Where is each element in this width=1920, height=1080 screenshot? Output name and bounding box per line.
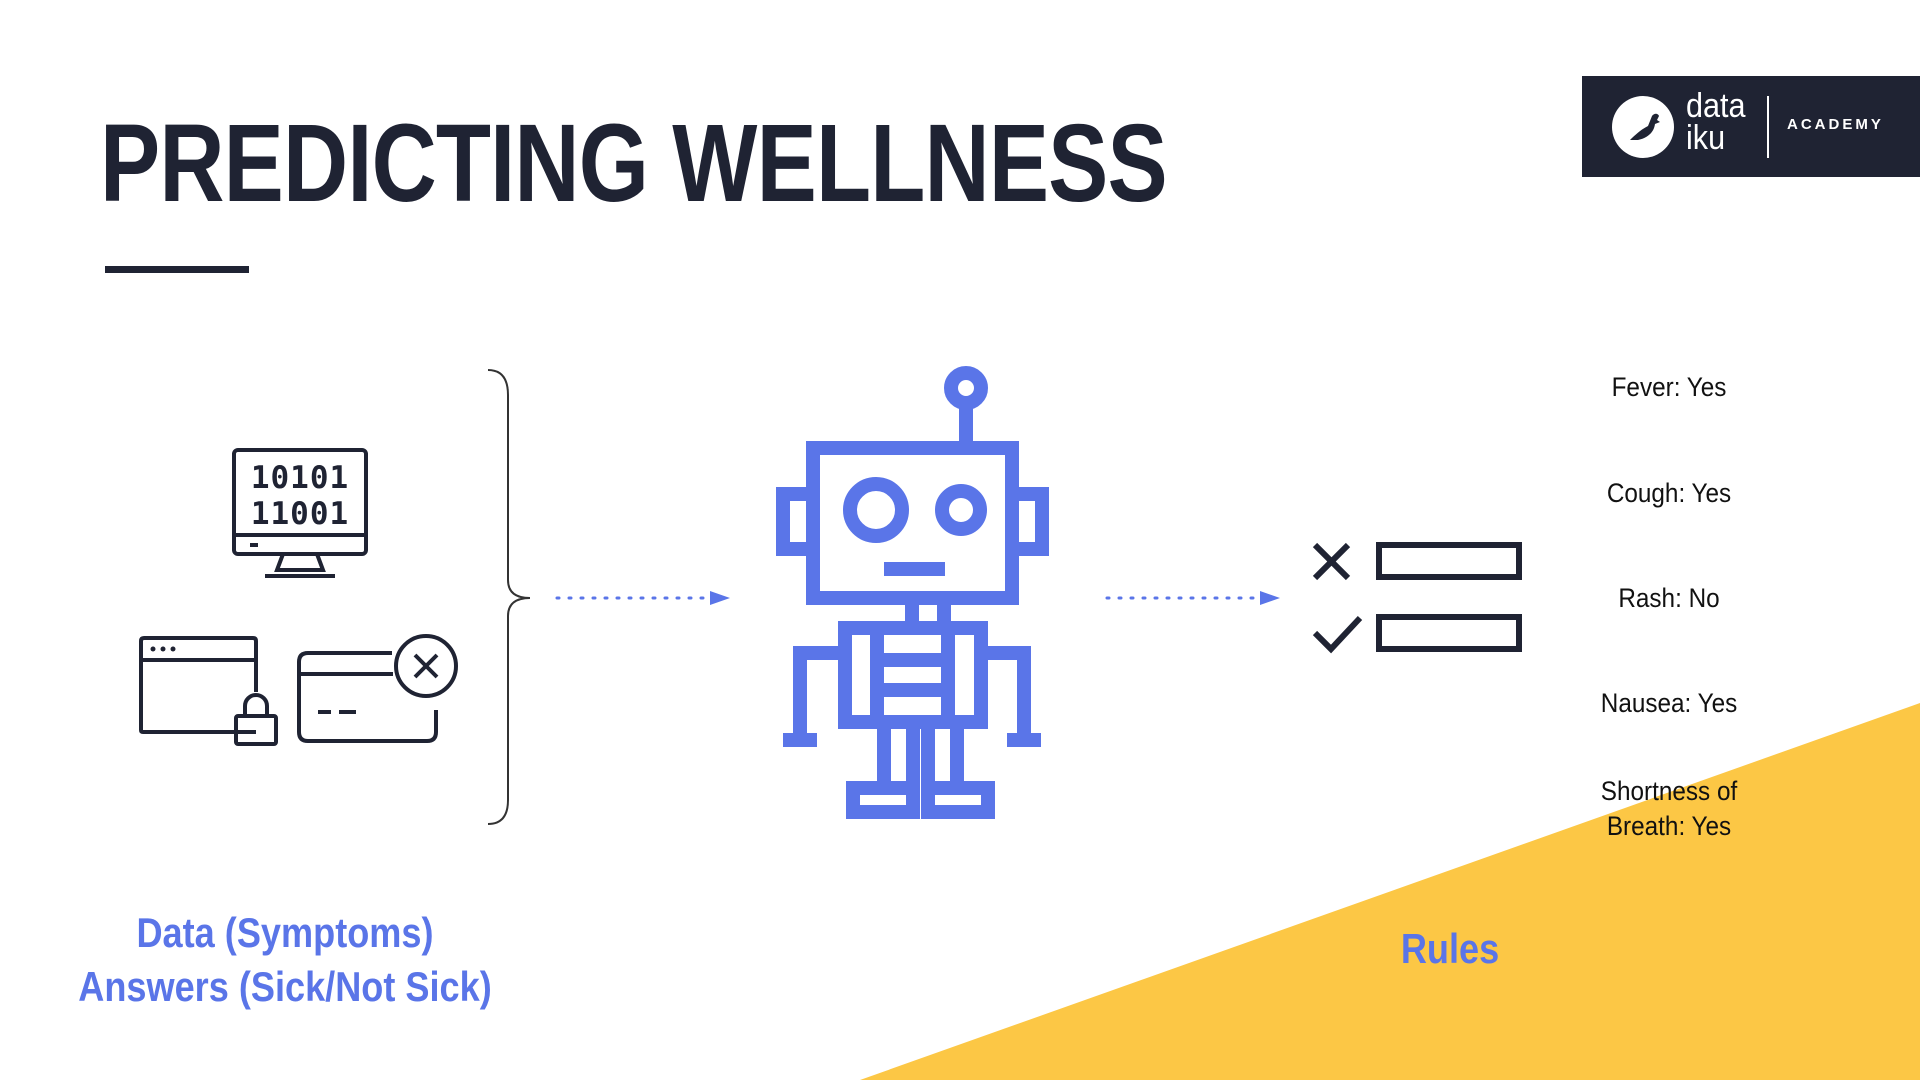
robot-icon (776, 366, 1049, 819)
caption-data-symptoms: Data (Symptoms) (136, 909, 434, 956)
rule-cough: Cough: Yes (1606, 478, 1732, 508)
arrow-data-to-model (555, 591, 730, 605)
bird-icon (1612, 96, 1674, 158)
rule-shortness-of-breath: Shortness of Breath: Yes (1600, 776, 1738, 841)
logo-academy-label: ACADEMY (1787, 116, 1884, 133)
curly-brace (487, 369, 531, 825)
card-error-icon (297, 634, 458, 743)
browser-lock-icon (139, 636, 278, 746)
dataiku-academy-logo: data iku ACADEMY (1582, 76, 1920, 177)
rule-nausea: Nausea: Yes (1600, 688, 1738, 718)
monitor-binary-icon (232, 448, 368, 578)
caption-answers: Answers (Sick/Not Sick) (78, 963, 492, 1010)
logo-word-line1: data (1686, 87, 1746, 125)
logo-divider (1767, 96, 1769, 158)
caption-data-answers: Data (Symptoms) Answers (Sick/Not Sick) (74, 906, 495, 1014)
page-title: PREDICTING WELLNESS (100, 102, 1168, 225)
checklist-icon (1312, 542, 1522, 654)
logo-word-line2: iku (1686, 119, 1726, 157)
browser-dots (150, 646, 176, 652)
logo-wordmark: data iku (1686, 87, 1746, 157)
rule-fever: Fever: Yes (1611, 372, 1727, 402)
rule-rash: Rash: No (1618, 583, 1720, 613)
arrow-model-to-rules (1105, 591, 1280, 605)
title-underline (105, 266, 249, 273)
binary-row-2: 11001 (251, 496, 349, 532)
caption-rules: Rules (1400, 925, 1500, 972)
binary-row-1: 10101 (251, 460, 349, 496)
